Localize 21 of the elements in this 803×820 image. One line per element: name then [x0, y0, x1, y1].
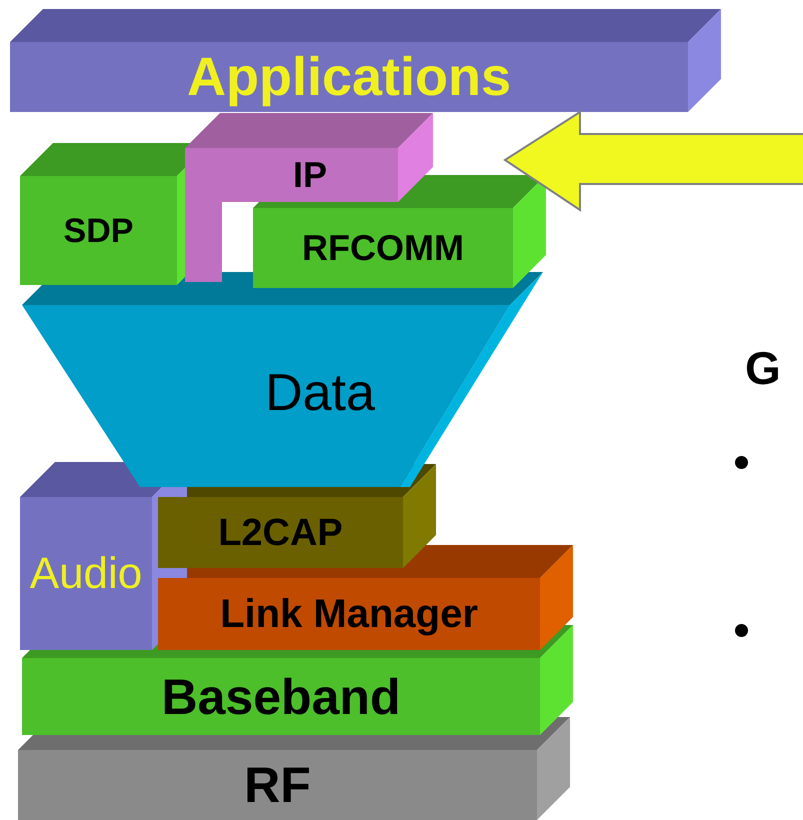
- layer-block: [158, 578, 540, 650]
- layer-block: [253, 208, 513, 288]
- layer-block: [18, 750, 537, 820]
- layer-label: Baseband: [162, 672, 400, 722]
- layer-label: L2CAP: [218, 514, 343, 552]
- layer-label: SDP: [64, 214, 134, 248]
- layer-block: [10, 42, 688, 112]
- layer-label: Applications: [186, 50, 512, 104]
- layer-block: [20, 176, 177, 285]
- layer-block: [185, 148, 398, 202]
- layer-block: [20, 497, 152, 650]
- layer-label: Data: [264, 367, 375, 424]
- layer-label: IP: [292, 157, 327, 193]
- layer-label: RFCOMM: [302, 230, 464, 266]
- layer-block: [22, 658, 540, 735]
- heading-text: G: [745, 345, 781, 391]
- layer-label: RF: [244, 760, 311, 810]
- layer-block: [158, 497, 403, 568]
- layer-label: Link Manager: [220, 594, 478, 634]
- layer-label: Audio: [30, 552, 142, 596]
- funnel-shape: [22, 305, 510, 487]
